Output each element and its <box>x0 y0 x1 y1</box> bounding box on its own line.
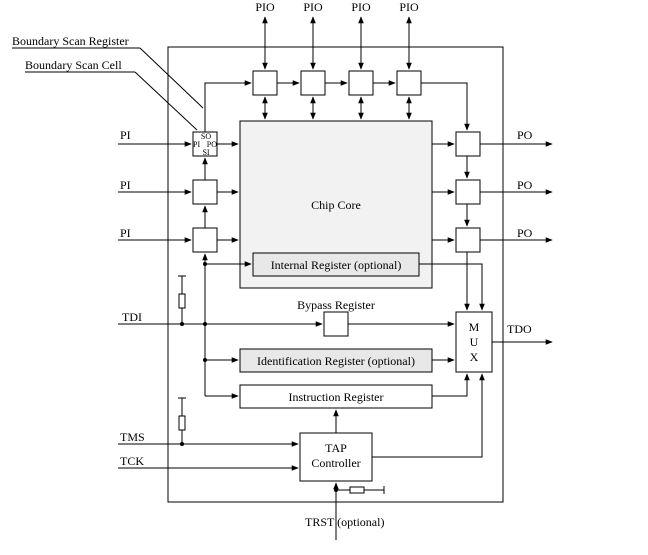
chip-core-label: Chip Core <box>311 198 361 212</box>
tms-pullup-resistor <box>178 415 186 431</box>
mux-label-m: M <box>469 320 480 334</box>
tdi-node-internal <box>203 262 207 266</box>
scan-chain-top-right <box>421 82 470 131</box>
pio-label-3: PIO <box>351 0 371 14</box>
boundary-scan-register-leader <box>139 47 204 109</box>
trst-pulldown-resistor <box>349 486 365 494</box>
boundary-cell-top-3 <box>348 70 374 96</box>
boundary-scan-cell-label: Boundary Scan Cell <box>25 58 122 72</box>
mux-label-x: X <box>470 350 479 364</box>
tap-to-mux <box>372 373 485 458</box>
identification-register-label: Identification Register (optional) <box>257 354 415 368</box>
pi-label-2: PI <box>120 178 131 192</box>
po-label-1: PO <box>517 128 533 142</box>
bypass-register-label: Bypass Register <box>297 298 375 312</box>
bypass-register-box <box>323 311 349 337</box>
boundary-cell-left-2 <box>192 179 218 205</box>
cell-si-label: SI <box>202 148 209 157</box>
tap-controller-label-1: TAP <box>325 441 347 455</box>
cell-pi-label: PI <box>193 140 200 149</box>
tdo-label: TDO <box>507 322 532 336</box>
tdi-pullup-resistor <box>178 293 186 309</box>
trst-label: TRST (optional) <box>305 515 384 529</box>
tck-label: TCK <box>120 454 144 468</box>
tdi-label: TDI <box>122 310 142 324</box>
internal-register-to-mux <box>419 263 485 311</box>
scan-chain-top-start <box>204 80 252 132</box>
po-label-3: PO <box>517 226 533 240</box>
boundary-cell-left-3 <box>192 227 218 253</box>
cell-so-label: SO <box>201 132 211 141</box>
tms-label: TMS <box>120 430 145 444</box>
boundary-cell-right-1 <box>455 131 481 157</box>
instruction-register-label: Instruction Register <box>289 390 384 404</box>
internal-register-label: Internal Register (optional) <box>271 258 402 272</box>
instruction-to-mux <box>432 373 470 397</box>
boundary-scan-cell-detail <box>192 131 218 157</box>
cell-po-label: PO <box>207 140 217 149</box>
pi-label-1: PI <box>120 128 131 142</box>
pio-label-4: PIO <box>399 0 419 14</box>
pi-label-3: PI <box>120 226 131 240</box>
boundary-scan-cell-leader <box>134 71 198 131</box>
mux-box <box>455 311 493 373</box>
po-label-2: PO <box>517 178 533 192</box>
boundary-cell-top-1 <box>252 70 278 96</box>
pio-label-1: PIO <box>255 0 275 14</box>
tdi-node-identification <box>203 358 207 362</box>
pio-label-2: PIO <box>303 0 323 14</box>
boundary-cell-top-2 <box>300 70 326 96</box>
boundary-cell-right-2 <box>455 179 481 205</box>
tap-controller-box <box>299 432 373 482</box>
boundary-cell-top-4 <box>396 70 422 96</box>
boundary-cell-right-3 <box>455 227 481 253</box>
boundary-scan-register-label: Boundary Scan Register <box>12 34 129 48</box>
tap-controller-label-2: Controller <box>311 456 360 470</box>
mux-label-u: U <box>470 335 479 349</box>
